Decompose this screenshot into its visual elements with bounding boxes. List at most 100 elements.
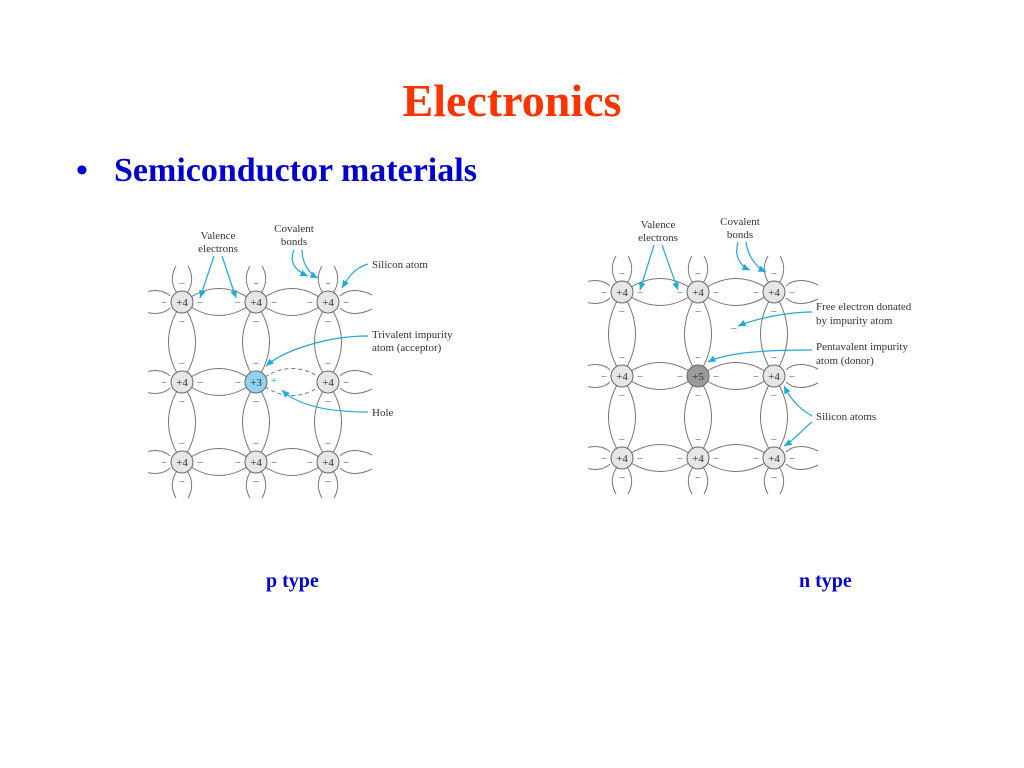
n-valence-label-2: electrons — [638, 232, 678, 244]
p-valence-arrow-2 — [221, 255, 237, 299]
valence-electron: − — [619, 306, 625, 318]
valence-electron: − — [771, 268, 777, 280]
valence-electron: − — [637, 371, 643, 383]
n-silicon-arrow-1 — [783, 385, 813, 417]
bond-stub — [339, 387, 373, 394]
atom-charge-label: +4 — [692, 453, 704, 465]
p-bond-lines — [137, 265, 373, 499]
covalent-bond — [264, 288, 320, 298]
silicon-atom — [316, 370, 340, 394]
bond-stub — [171, 265, 178, 294]
covalent-bond — [168, 390, 178, 454]
valence-electron: − — [179, 396, 185, 408]
covalent-bond — [760, 300, 770, 368]
covalent-bond — [168, 310, 178, 374]
atom-charge-label: +4 — [768, 287, 780, 299]
covalent-bond — [264, 386, 320, 396]
atom-charge-label: +4 — [692, 287, 704, 299]
valence-electron: − — [179, 316, 185, 328]
silicon-atom — [170, 450, 194, 474]
covalent-bond — [608, 300, 618, 368]
bond-stub — [702, 466, 709, 495]
atom-charge-label: +4 — [768, 453, 780, 465]
atom-charge-label: +4 — [768, 371, 780, 383]
valence-electron: − — [253, 358, 259, 370]
bond-stub — [260, 470, 267, 499]
covalent-bond — [684, 300, 694, 368]
p-trivalent-label-1: Trivalent impurity — [372, 329, 453, 341]
valence-electron: − — [325, 358, 331, 370]
p-trivalent-label-2: atom (acceptor) — [372, 342, 442, 354]
covalent-bond — [760, 384, 770, 450]
valence-electron: − — [695, 434, 701, 446]
valence-electron: − — [253, 316, 259, 328]
silicon-atom — [610, 364, 634, 388]
silicon-atom — [610, 280, 634, 304]
covalent-bond — [706, 362, 766, 372]
p-impurity-atom — [244, 370, 268, 394]
silicon-atom — [686, 446, 710, 470]
valence-electron: − — [771, 434, 777, 446]
silicon-atom — [686, 280, 710, 304]
covalent-bond — [706, 462, 766, 472]
valence-electron: − — [179, 438, 185, 450]
valence-electron: − — [271, 457, 277, 469]
valence-electron: − — [619, 434, 625, 446]
slide-title: Electronics — [402, 75, 622, 126]
valence-electron: − — [253, 278, 259, 290]
bond-stub — [339, 370, 373, 377]
valence-electron: − — [771, 306, 777, 318]
silicon-atom — [762, 364, 786, 388]
valence-electron: − — [677, 453, 683, 465]
atom-charge-label: +4 — [176, 297, 188, 309]
valence-electron: − — [753, 453, 759, 465]
covalent-bond — [190, 448, 248, 458]
p-valence-label-2: electrons — [198, 243, 238, 255]
bond-stub — [137, 290, 171, 297]
valence-electron: − — [619, 390, 625, 402]
silicon-atom — [762, 280, 786, 304]
covalent-bond — [630, 278, 690, 288]
bond-stub — [186, 470, 193, 499]
n-silicon-label: Silicon atoms — [816, 411, 876, 423]
bond-stub — [339, 290, 373, 297]
covalent-bond — [190, 288, 248, 298]
bond-stub — [702, 255, 709, 284]
valence-electron: − — [271, 297, 277, 309]
covalent-bond — [260, 310, 270, 374]
n-free-electron-label-2: by impurity atom — [816, 315, 893, 327]
valence-electron: − — [235, 457, 241, 469]
p-type-lattice-svg: +4+4+4+4+3+4+4+4+4 −−−−−−−−−−−−−−−−−−−−−… — [137, 223, 453, 499]
atom-charge-label: +4 — [616, 371, 628, 383]
covalent-bond — [702, 300, 712, 368]
hole-sign: + — [271, 375, 277, 387]
valence-electron: − — [343, 377, 349, 389]
valence-electron: − — [253, 396, 259, 408]
bond-stub — [785, 381, 819, 388]
valence-electron: − — [161, 377, 167, 389]
bond-stub — [687, 466, 694, 495]
p-silicon-label: Silicon atom — [372, 259, 428, 271]
n-pentavalent-arrow — [707, 349, 813, 363]
covalent-bond — [314, 390, 324, 454]
covalent-bond — [332, 390, 342, 454]
covalent-bond — [706, 296, 766, 306]
bond-stub — [626, 255, 633, 284]
covalent-bond — [242, 390, 252, 454]
atom-charge-label: +4 — [322, 297, 334, 309]
valence-electron: − — [253, 438, 259, 450]
valence-electron: − — [197, 297, 203, 309]
valence-electron: − — [325, 438, 331, 450]
p-type-lattice-diagram: +4+4+4+4+3+4+4+4+4 −−−−−−−−−−−−−−−−−−−−−… — [137, 212, 468, 502]
covalent-bond — [314, 310, 324, 374]
bond-stub — [317, 470, 324, 499]
p-covalent-arrow-2 — [301, 249, 319, 279]
n-covalent-label-1: Covalent — [720, 216, 760, 228]
n-covalent-arrow-2 — [745, 241, 767, 273]
valence-electron: − — [713, 371, 719, 383]
atom-charge-label: +4 — [322, 377, 334, 389]
valence-electron: − — [771, 472, 777, 484]
bond-stub — [626, 466, 633, 495]
n-type-lattice-diagram: +4+4+4+4+5+4+4+4+4 −−−−−−−−−−−−−−−−−−−−−… — [577, 208, 944, 498]
silicon-atom — [170, 370, 194, 394]
